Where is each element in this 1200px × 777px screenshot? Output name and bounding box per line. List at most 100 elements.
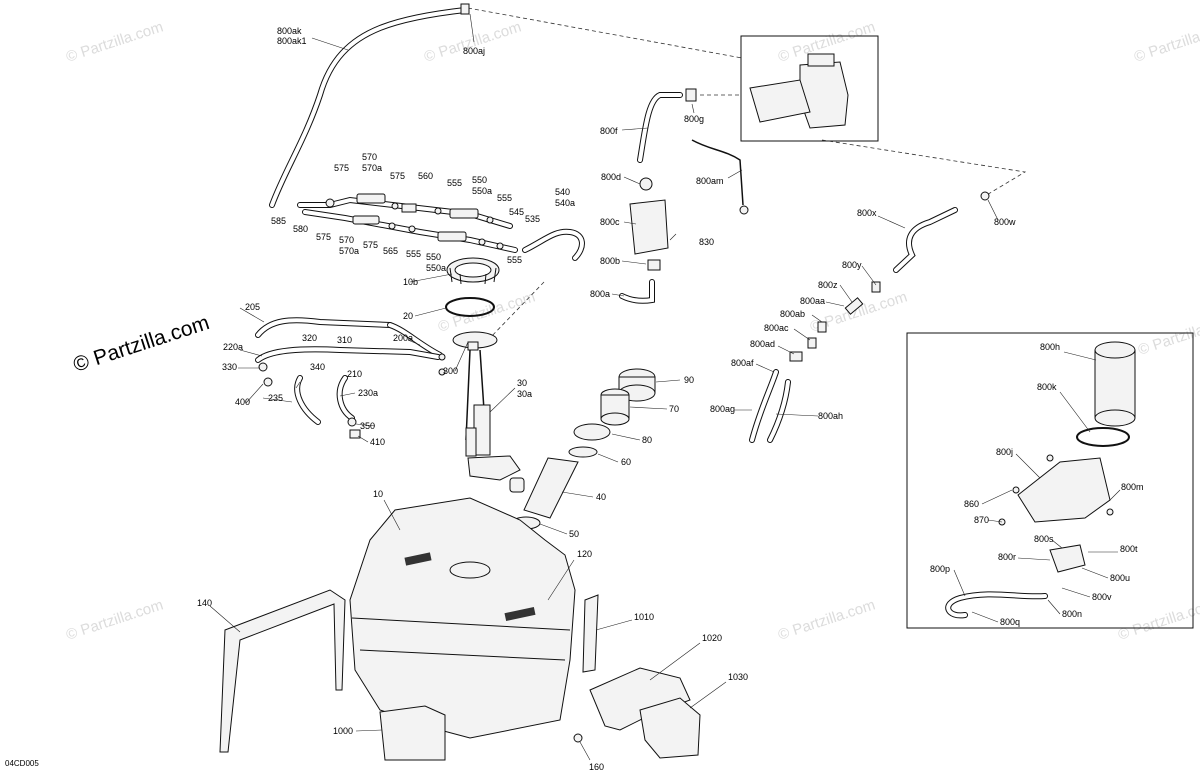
label-235: 235 xyxy=(268,393,283,403)
clamp-60 xyxy=(568,446,598,458)
watermark: © Partzilla.com xyxy=(64,596,165,643)
label-555: 555 xyxy=(507,255,522,265)
label-320: 320 xyxy=(302,333,317,343)
watermarks: © Partzilla.com © Partzilla.com © Partzi… xyxy=(64,18,1200,643)
label-560: 560 xyxy=(418,171,433,181)
label-800ac: 800ac xyxy=(764,323,789,333)
lock-ring-10b xyxy=(446,257,500,285)
label-60: 60 xyxy=(621,457,631,467)
label-40: 40 xyxy=(596,492,606,502)
label-800c: 800c xyxy=(600,217,620,227)
brand-watermark: © Partzilla.com xyxy=(70,311,212,377)
watermark: © Partzilla.com xyxy=(64,18,165,65)
hose-540 xyxy=(522,228,585,261)
label-830: 830 xyxy=(699,237,714,247)
filler-cap-90 xyxy=(618,368,656,402)
label-120: 120 xyxy=(577,549,592,559)
seal-20 xyxy=(445,297,495,317)
label-800b: 800b xyxy=(600,256,620,266)
assembly-dash-lines xyxy=(467,7,1027,341)
label-800h: 800h xyxy=(1040,342,1060,352)
canister-detail-box xyxy=(906,332,1194,629)
label-800u: 800u xyxy=(1110,573,1130,583)
label-535: 535 xyxy=(525,214,540,224)
label-210: 210 xyxy=(347,369,362,379)
label-340: 340 xyxy=(310,362,325,372)
watermark: © Partzilla.com xyxy=(422,18,523,65)
label-800m: 800m xyxy=(1121,482,1144,492)
label-575: 575 xyxy=(363,240,378,250)
filler-neck-70 xyxy=(600,388,630,426)
label-580: 580 xyxy=(293,224,308,234)
tank-strap-140 xyxy=(219,589,346,753)
label-550a: 550a xyxy=(426,263,446,273)
label-350: 350 xyxy=(360,421,375,431)
nut-160 xyxy=(573,733,583,743)
leader-lines xyxy=(209,13,1121,761)
label-870: 870 xyxy=(974,515,989,525)
label-400: 400 xyxy=(235,397,250,407)
label-800g: 800g xyxy=(684,114,704,124)
diagram-code: 04CD005 xyxy=(5,759,39,768)
label-70: 70 xyxy=(669,404,679,414)
label-800ab: 800ab xyxy=(780,309,805,319)
label-575: 575 xyxy=(316,232,331,242)
label-800ag: 800ag xyxy=(710,404,735,414)
label-800z: 800z xyxy=(818,280,838,290)
shield-1010 xyxy=(582,594,599,673)
label-800t: 800t xyxy=(1120,544,1138,554)
vent-hose-800ak xyxy=(269,3,470,208)
label-800k: 800k xyxy=(1037,382,1057,392)
part-labels: 800ak 800ak1 800aj 800f 800g 800d 800am … xyxy=(197,26,1144,772)
label-330: 330 xyxy=(222,362,237,372)
label-1030: 1030 xyxy=(728,672,748,682)
label-800p: 800p xyxy=(930,564,950,574)
label-550: 550 xyxy=(472,175,487,185)
label-800r: 800r xyxy=(998,552,1016,562)
label-800v: 800v xyxy=(1092,592,1112,602)
watermark: © Partzilla.com xyxy=(776,596,877,643)
filler-hose-40 xyxy=(523,457,579,519)
label-1000: 1000 xyxy=(333,726,353,736)
label-300: 300 xyxy=(443,366,458,376)
label-230a: 230a xyxy=(358,388,378,398)
label-800ak: 800ak xyxy=(277,26,302,36)
label-20: 20 xyxy=(403,311,413,321)
label-30: 30 xyxy=(517,378,527,388)
label-570: 570 xyxy=(339,235,354,245)
fittings-row-lower xyxy=(302,209,518,253)
label-205: 205 xyxy=(245,302,260,312)
label-1020: 1020 xyxy=(702,633,722,643)
label-800ad: 800ad xyxy=(750,339,775,349)
label-800a: 800a xyxy=(590,289,610,299)
label-565: 565 xyxy=(383,246,398,256)
shield-1030 xyxy=(639,697,701,759)
label-800aa: 800aa xyxy=(800,296,825,306)
label-570a: 570a xyxy=(362,163,382,173)
shield-1000 xyxy=(379,705,446,761)
hoses-800-right xyxy=(749,191,990,443)
label-10: 10 xyxy=(373,489,383,499)
label-550: 550 xyxy=(426,252,441,262)
label-540a: 540a xyxy=(555,198,575,208)
canister-inset xyxy=(749,53,849,129)
label-570a: 570a xyxy=(339,246,359,256)
label-800j: 800j xyxy=(996,447,1013,457)
label-800n: 800n xyxy=(1062,609,1082,619)
label-575: 575 xyxy=(390,171,405,181)
label-800ak1: 800ak1 xyxy=(277,36,307,46)
label-200a: 200a xyxy=(393,333,413,343)
label-860: 860 xyxy=(964,499,979,509)
label-800aj: 800aj xyxy=(463,46,485,56)
label-800y: 800y xyxy=(842,260,862,270)
label-545: 545 xyxy=(509,207,524,217)
label-800d: 800d xyxy=(601,172,621,182)
wire-800am xyxy=(691,139,744,206)
label-555: 555 xyxy=(406,249,421,259)
label-585: 585 xyxy=(271,216,286,226)
label-800ah: 800ah xyxy=(818,411,843,421)
label-800w: 800w xyxy=(994,217,1016,227)
label-800am: 800am xyxy=(696,176,724,186)
label-555: 555 xyxy=(447,178,462,188)
